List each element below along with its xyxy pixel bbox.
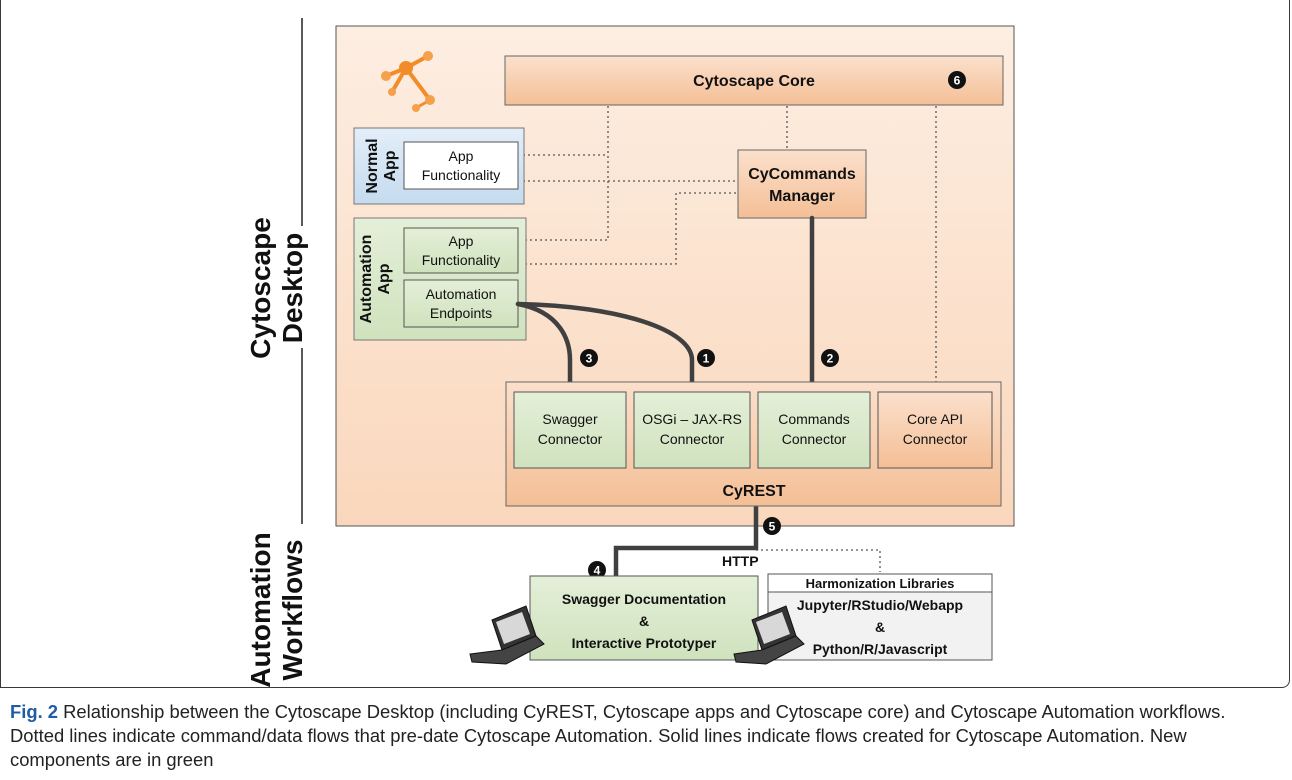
badge-three: [580, 349, 598, 367]
cytoscape-core-label: Cytoscape Core: [693, 73, 815, 90]
normal-app-title-line2: App: [382, 150, 399, 181]
swagger-docs-line1: Swagger Documentation: [562, 591, 726, 607]
badge-two: [821, 349, 839, 367]
automation-endpoints-box: [403, 279, 519, 328]
automation-solid-flows: [515, 215, 815, 579]
solid-cyrest-to-swagger-docs: [613, 503, 759, 579]
cyrest-label: CyREST: [722, 483, 785, 500]
badge-five: [763, 517, 781, 535]
figure-frame: [0, 0, 1290, 688]
automation-app-functionality-box: [403, 227, 519, 274]
automation-app-title-line2: App: [376, 263, 393, 294]
badge-six: [948, 71, 966, 89]
caption-text: Relationship between the Cytoscape Deskt…: [10, 701, 1226, 770]
badge-four-text: 4: [594, 564, 601, 578]
badge-two-text: 2: [827, 352, 834, 366]
harmonization-line2: &: [875, 619, 885, 635]
core-api-connector-line1: Core API: [907, 411, 963, 427]
core-api-connector-box: [877, 391, 993, 469]
harmonization-line1: Jupyter/RStudio/Webapp: [797, 597, 963, 613]
commands-connector-line1: Commands: [778, 411, 850, 427]
cycommands-manager-box: [737, 149, 867, 219]
swagger-docs-line3: Interactive Prototyper: [572, 635, 717, 651]
dotted-automation-app-to-manager: [520, 192, 738, 265]
figure-label: Fig. 2: [10, 701, 59, 722]
automation-endpoints-line1: Automation: [426, 286, 497, 302]
automation-app-functionality-line2: Functionality: [422, 252, 501, 268]
normal-app-functionality-line2: Functionality: [422, 167, 501, 183]
desktop-side-label-line2: Desktop: [277, 233, 308, 343]
workflows-side-label-line1: Automation: [245, 532, 276, 688]
swagger-connector-box: [513, 391, 627, 469]
commands-connector-box: [757, 391, 871, 469]
workflows-side-label-line2: Workflows: [277, 539, 308, 680]
badge-five-text: 5: [769, 520, 776, 534]
osgi-connector-line1: OSGi – JAX-RS: [642, 411, 742, 427]
legacy-dotted-flows: [518, 106, 937, 572]
harmonization-header-box: [767, 573, 993, 593]
badge-three-text: 3: [586, 352, 593, 366]
osgi-connector-box: [633, 391, 751, 469]
desktop-side-label-line1: Cytoscape: [245, 217, 276, 359]
swagger-docs-line2: &: [639, 613, 649, 629]
automation-app-title-line1: Automation: [358, 235, 375, 324]
cycommands-manager-line2: Manager: [769, 188, 835, 205]
http-label: HTTP: [722, 553, 759, 569]
cytoscape-logo-icon: [381, 51, 435, 112]
swagger-connector-line1: Swagger: [542, 411, 598, 427]
laptop-icon: [469, 605, 545, 665]
badge-one: [697, 349, 715, 367]
badge-one-text: 1: [703, 352, 710, 366]
swagger-documentation-box: [529, 575, 759, 661]
figure-caption: Fig. 2 Relationship between the Cytoscap…: [10, 700, 1278, 772]
normal-app-functionality-box: [403, 141, 519, 190]
osgi-connector-line2: Connector: [660, 431, 725, 447]
solid-endpoints-to-osgi: [515, 301, 695, 395]
commands-connector-line2: Connector: [782, 431, 847, 447]
architecture-diagram: Cytoscape Desktop Automation Workflows C…: [245, 18, 1015, 688]
dotted-http-to-harmonization: [756, 549, 881, 572]
automation-endpoints-line2: Endpoints: [430, 305, 492, 321]
automation-app-functionality-line1: App: [449, 233, 474, 249]
solid-endpoints-to-swagger: [515, 301, 573, 395]
harmonization-line3: Python/R/Javascript: [813, 641, 948, 657]
badge-six-text: 6: [954, 74, 961, 88]
normal-app-functionality-line1: App: [449, 148, 474, 164]
badge-four: [588, 561, 606, 579]
core-api-connector-line2: Connector: [903, 431, 968, 447]
normal-app-title-line1: Normal: [364, 138, 381, 193]
cycommands-manager-line1: CyCommands: [748, 166, 856, 183]
harmonization-header: Harmonization Libraries: [806, 576, 955, 591]
cytoscape-core-box: [504, 55, 1004, 106]
swagger-connector-line2: Connector: [538, 431, 603, 447]
laptop-icon: [733, 605, 805, 665]
